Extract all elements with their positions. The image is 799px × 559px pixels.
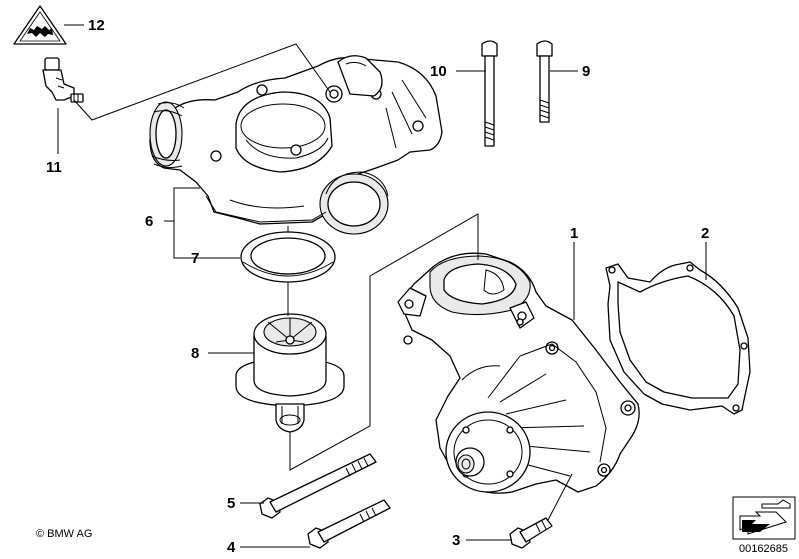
callout-1: 1 (570, 225, 578, 242)
callout-labels: 1 2 3 4 5 6 7 8 9 10 11 12 (46, 17, 709, 556)
water-pump (397, 252, 640, 494)
warning-triangle-icon (13, 5, 67, 45)
bolt-3 (509, 517, 553, 549)
callout-12: 12 (88, 17, 105, 34)
bolt-5 (259, 453, 377, 519)
thermostat-insert (235, 313, 345, 433)
callout-11: 11 (46, 159, 62, 176)
callout-6: 6 (145, 213, 153, 230)
callout-4: 4 (227, 539, 236, 556)
callout-10: 10 (430, 63, 447, 80)
thermostat-housing (149, 55, 443, 235)
bolt-10 (481, 40, 498, 147)
callout-2: 2 (701, 225, 709, 242)
bolt-4 (307, 499, 391, 549)
callout-5: 5 (227, 495, 235, 512)
pump-gasket (605, 261, 751, 415)
leader-lines (57, 24, 707, 548)
document-id: 00162685 (739, 543, 788, 555)
bolt-9 (536, 40, 553, 123)
callout-3: 3 (452, 532, 460, 549)
o-ring-seal (240, 231, 336, 283)
callout-9: 9 (582, 63, 590, 80)
temperature-sensor (42, 57, 84, 103)
assembly-arrow-icon (732, 496, 796, 540)
callout-7: 7 (191, 250, 199, 267)
copyright-text: © BMW AG (36, 528, 92, 540)
callout-8: 8 (191, 345, 199, 362)
